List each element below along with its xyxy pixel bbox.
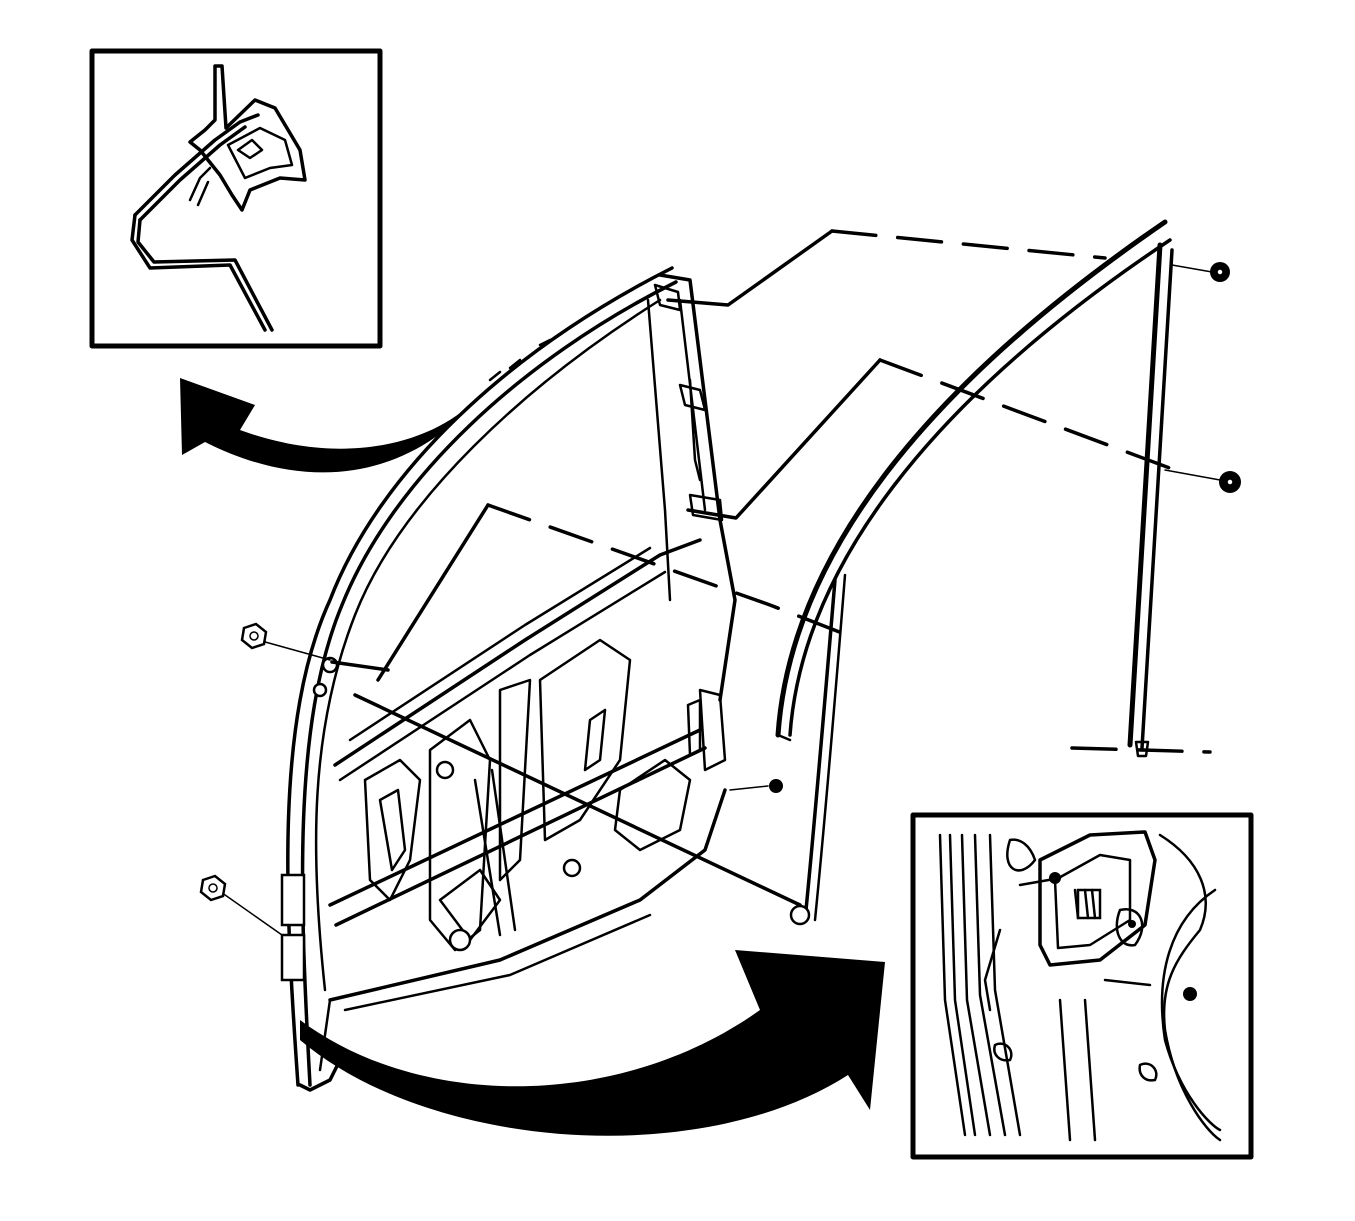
channel-bottom-fastener [1134, 740, 1150, 758]
window-run-channel [775, 219, 1174, 926]
detail-inset-upper [89, 48, 383, 349]
channel-nut-upper [1210, 262, 1230, 282]
arrow-to-lower-detail [300, 950, 885, 1136]
door-frame [280, 266, 737, 1092]
arrow-to-upper-detail [180, 378, 480, 473]
door-bolt-lower [199, 874, 227, 902]
detail-upper-corner-drawing [130, 64, 307, 332]
leader-lines [217, 229, 1221, 936]
detail-lower-regulator-drawing [938, 830, 1222, 1142]
detail-inset-lower [910, 812, 1254, 1160]
door-bolt-upper [240, 622, 268, 650]
window-regulator-nut [769, 779, 783, 793]
channel-nut-middle [1219, 471, 1241, 493]
